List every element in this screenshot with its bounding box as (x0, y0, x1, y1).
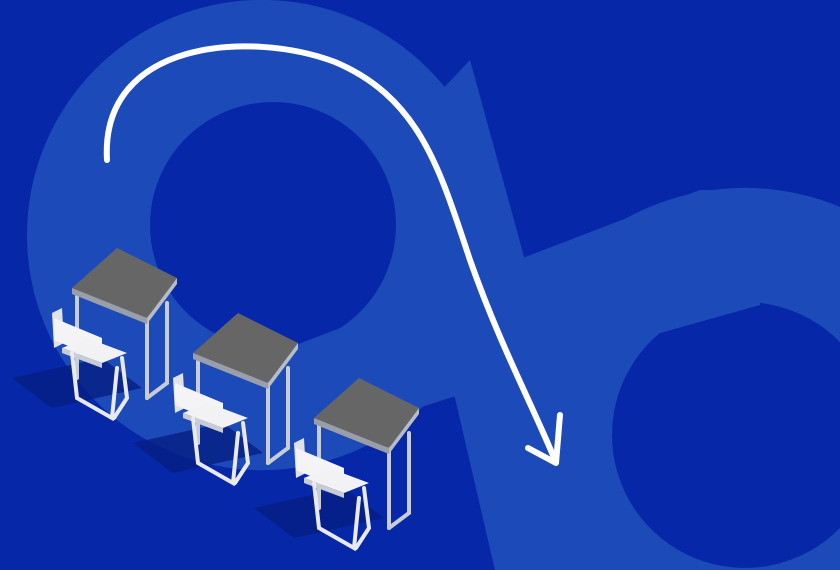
curved-arrow-icon (103, 43, 558, 463)
band-right-loop (497, 187, 840, 570)
arrow-head-icon (525, 412, 563, 466)
